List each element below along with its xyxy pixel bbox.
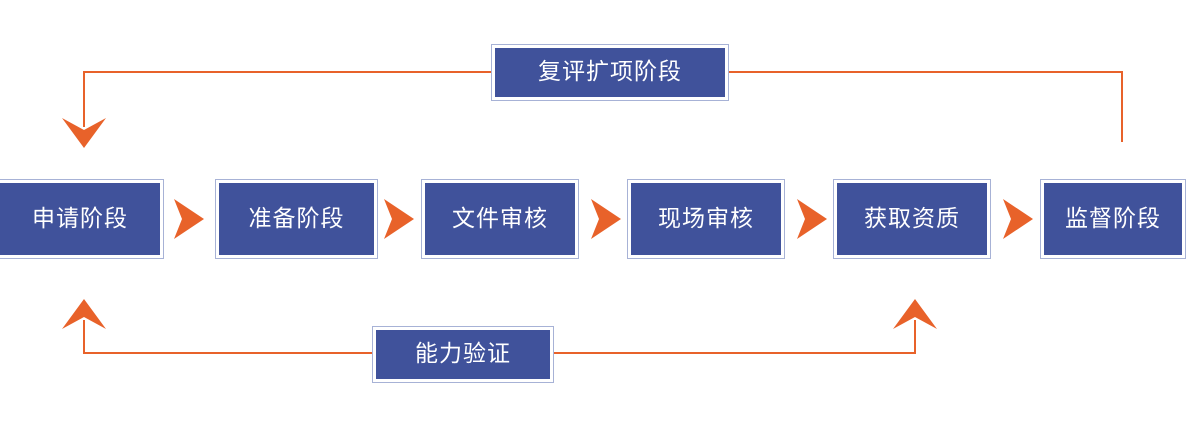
stage-box-apply-label: 申请阶段 [32, 205, 128, 232]
chevron-1-icon [172, 198, 206, 240]
stage-box-apply-inner: 申请阶段 [0, 183, 160, 255]
stage-box-apply[interactable]: 申请阶段 [0, 179, 164, 259]
stage-box-qualify[interactable]: 获取资质 [833, 179, 991, 259]
feedback-box-re-evaluation-label: 复评扩项阶段 [538, 59, 682, 85]
feedback-box-capability-verification-label: 能力验证 [415, 341, 511, 367]
stage-box-site-audit[interactable]: 现场审核 [627, 179, 785, 259]
stage-box-prepare[interactable]: 准备阶段 [215, 179, 378, 259]
feedback-box-re-evaluation[interactable]: 复评扩项阶段 [491, 44, 729, 101]
feedback-box-capability-verification-inner: 能力验证 [376, 330, 550, 379]
chevron-3-icon [589, 198, 623, 240]
stage-box-doc-review-label: 文件审核 [452, 205, 548, 232]
feedback-box-re-evaluation-inner: 复评扩项阶段 [495, 48, 725, 97]
chevron-2-icon [382, 198, 416, 240]
stage-box-prepare-label: 准备阶段 [248, 205, 345, 232]
stage-box-qualify-label: 获取资质 [864, 205, 960, 232]
stage-box-supervise-inner: 监督阶段 [1044, 183, 1182, 255]
up-arrowhead-left-icon [62, 299, 106, 329]
bottom-feedback-left-vertical-line [83, 320, 85, 353]
chevron-4-icon [795, 198, 829, 240]
stage-box-supervise-label: 监督阶段 [1065, 205, 1161, 232]
top-feedback-left-vertical-line [83, 71, 85, 127]
stage-box-qualify-inner: 获取资质 [837, 183, 987, 255]
feedback-box-capability-verification[interactable]: 能力验证 [372, 326, 554, 383]
stage-box-site-audit-label: 现场审核 [658, 205, 754, 232]
down-arrowhead-icon [62, 118, 106, 148]
stage-box-doc-review[interactable]: 文件审核 [421, 179, 579, 259]
stage-box-supervise[interactable]: 监督阶段 [1040, 179, 1186, 259]
up-arrowhead-right-icon [893, 299, 937, 329]
top-feedback-right-vertical-line [1121, 71, 1123, 142]
stage-box-site-audit-inner: 现场审核 [631, 183, 781, 255]
bottom-feedback-right-vertical-line [914, 320, 916, 353]
stage-box-prepare-inner: 准备阶段 [219, 183, 374, 255]
chevron-5-icon [1001, 198, 1035, 240]
stage-box-doc-review-inner: 文件审核 [425, 183, 575, 255]
